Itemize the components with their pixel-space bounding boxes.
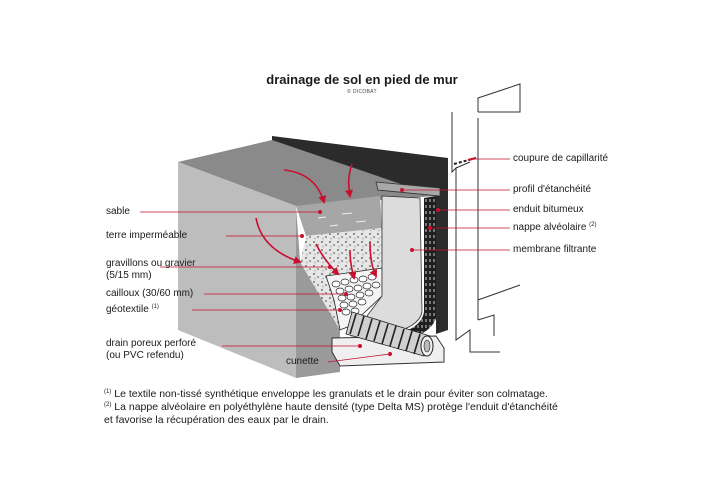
water-flow-arrows <box>255 163 377 280</box>
label-geotextile: géotextile (1) <box>106 304 159 316</box>
label-cunette: cunette <box>286 356 319 367</box>
building-wall <box>451 83 521 353</box>
label-nappe-text: nappe alvéolaire <box>513 222 587 233</box>
leader-lines-right <box>399 158 510 252</box>
label-coupure: coupure de capillarité <box>513 153 609 164</box>
footnotes: (1) Le textile non-tissé synthétique env… <box>104 388 634 427</box>
label-gravillons-line1: gravillons ou gravier <box>106 258 196 269</box>
label-profil: profil d'étanchéité <box>513 184 592 195</box>
label-terre: terre imperméable <box>106 230 188 241</box>
footnote-1-ref: (1) <box>104 389 112 395</box>
leader-lines-left <box>140 209 392 363</box>
label-geotextile-ref: (1) <box>151 304 159 310</box>
label-cailloux: cailloux (30/60 mm) <box>106 288 194 299</box>
label-gravillons: gravillons ou gravier (5/15 mm) <box>106 258 196 282</box>
footnote-1-text: Le textile non-tissé synthétique envelop… <box>111 388 548 400</box>
drain-pipe <box>345 311 434 357</box>
footnote-3-text: et favorise la récupération des eaux par… <box>104 414 329 426</box>
label-drain-line1: drain poreux perforé <box>106 338 197 349</box>
diagram-title: drainage de sol en pied de mur <box>266 72 458 87</box>
footnote-2-text: La nappe alvéolaire en polyéthylène haut… <box>111 401 558 413</box>
label-drain-line2: (ou PVC refendu) <box>106 350 184 361</box>
footnote-1: (1) Le textile non-tissé synthétique env… <box>104 388 634 401</box>
dimple-sheet <box>392 196 436 340</box>
copyright: © DICOBAT <box>347 89 377 95</box>
capillary-cut <box>453 157 477 165</box>
footnote-2-ref: (2) <box>104 402 112 408</box>
sand-layer <box>296 196 382 236</box>
label-nappe: nappe alvéolaire (2) <box>513 222 597 234</box>
label-membrane: membrane filtrante <box>513 244 597 255</box>
sand-dashes <box>317 212 367 227</box>
pebbles-layer <box>325 267 383 331</box>
label-gravillons-line2: (5/15 mm) <box>106 270 152 281</box>
waterproof-profile <box>375 181 441 197</box>
earth-front-face <box>178 162 296 378</box>
label-nappe-ref: (2) <box>589 222 597 228</box>
label-geotextile-text: géotextile <box>106 304 149 315</box>
label-drain: drain poreux perforé (ou PVC refendu) <box>106 338 196 362</box>
label-enduit: enduit bitumeux <box>513 204 584 215</box>
footnote-2: (2) La nappe alvéolaire en polyéthylène … <box>104 401 634 414</box>
ground-surface <box>178 140 436 206</box>
label-sable: sable <box>106 206 130 217</box>
footnote-2-continued: et favorise la récupération des eaux par… <box>104 414 634 427</box>
